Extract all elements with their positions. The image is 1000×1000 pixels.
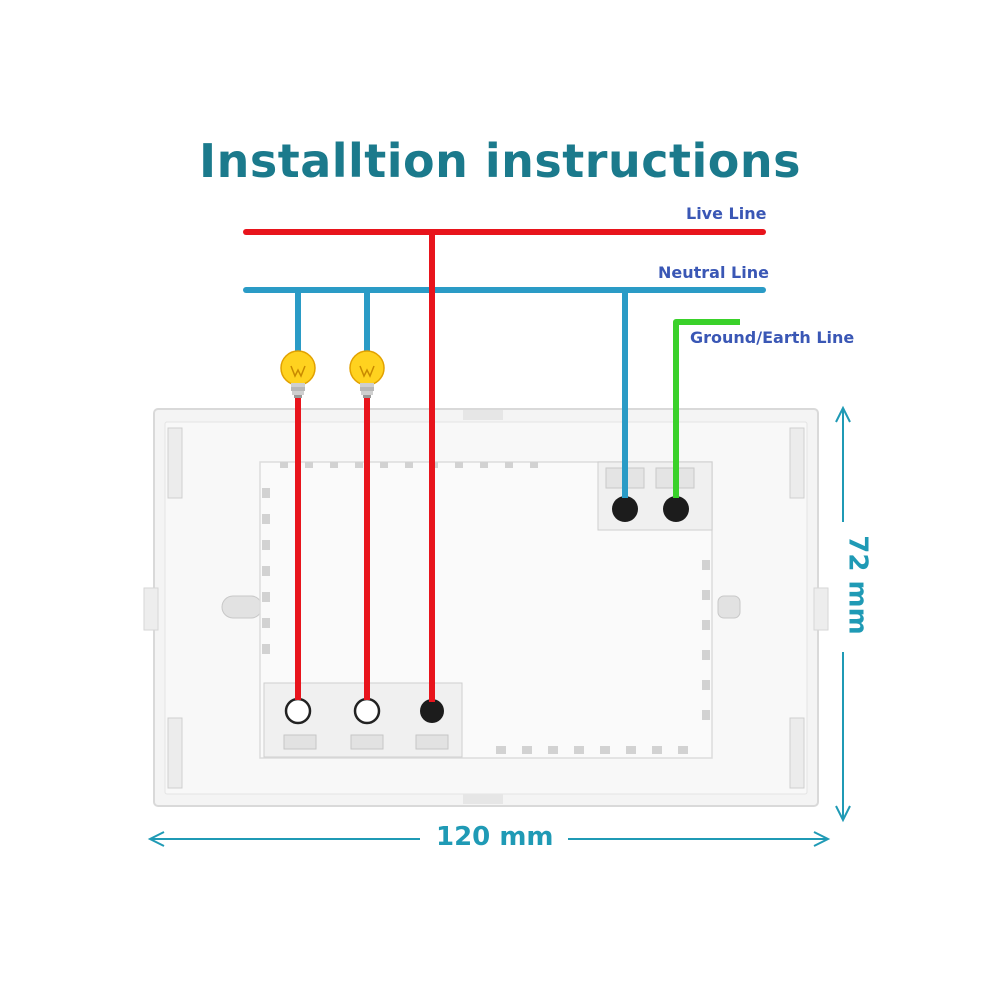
height-dimension-label: 72 mm (842, 535, 873, 635)
terminal-block-neutral-ground (597, 461, 713, 531)
height-dimension-arrow (835, 405, 851, 823)
light-bulb-1 (280, 350, 316, 398)
module-vents-left (262, 488, 270, 654)
width-dimension-label: 120 mm (436, 822, 554, 852)
module-vents-right (702, 560, 710, 720)
terminal-screw-load-1 (353, 697, 381, 725)
wires (243, 229, 766, 702)
terminal-screw-live (420, 699, 444, 723)
module-vents-bottom (496, 746, 688, 754)
live-line-label: Live Line (686, 204, 767, 223)
terminal-screw-load-2 (284, 697, 312, 725)
terminal-screw-neutral (612, 496, 638, 522)
light-bulb-2 (349, 350, 385, 398)
width-dimension-arrow (147, 831, 831, 847)
ground-line-label: Ground/Earth Line (690, 328, 855, 347)
neutral-line-label: Neutral Line (658, 263, 769, 282)
terminal-screw-ground (663, 496, 689, 522)
ground-wire (673, 319, 740, 498)
diagram-title: Installtion instructions (198, 134, 801, 188)
